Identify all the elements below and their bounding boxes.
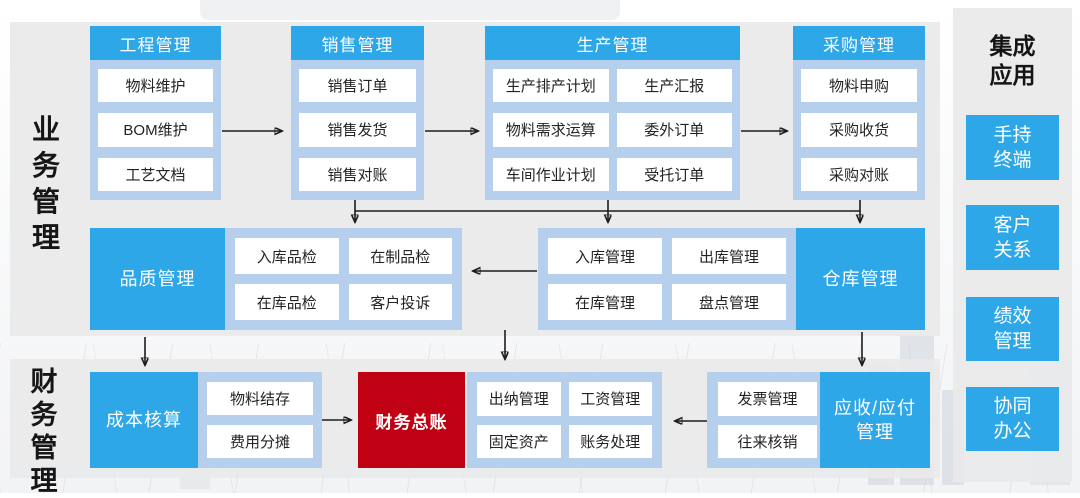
group-warehouse-management: 入库管理 出库管理 在库管理 盘点管理 仓库管理	[538, 228, 925, 330]
item-process-documents: 工艺文档	[98, 157, 213, 191]
group-title-procurement: 采购管理	[793, 26, 925, 60]
group-quality-management: 品质管理 入库品检 在制品检 在库品检 客户投诉	[90, 228, 462, 330]
sidebar-item-performance-management: 绩效管理	[966, 297, 1059, 361]
cost-accounting-box: 成本核算	[90, 372, 198, 468]
group-procurement-management: 采购管理 物料申购 采购收货 采购对账	[793, 26, 925, 200]
item-outbound-management: 出库管理	[672, 238, 786, 274]
item-accounting-processing: 账务处理	[568, 424, 652, 458]
item-consignment-order: 受托订单	[616, 157, 732, 191]
item-production-scheduling-plan: 生产排产计划	[493, 69, 609, 103]
item-cashier-management: 出纳管理	[477, 382, 561, 416]
business-management-label: 业务管理	[31, 114, 60, 253]
group-body: 入库品检 在制品检 在库品检 客户投诉	[225, 228, 462, 330]
group-production-management: 生产管理 生产排产计划 生产汇报 物料需求运算 委外订单 车间作业计划 受托订单	[485, 26, 740, 200]
receivable-payable-box: 应收/应付 管理	[820, 372, 930, 468]
item-transaction-write-off: 往来核销	[718, 424, 817, 458]
quality-management-box: 品质管理	[90, 228, 225, 330]
general-ledger-box: 财务总账	[358, 372, 465, 468]
item-shop-floor-work-plan: 车间作业计划	[493, 157, 609, 191]
item-material-balance: 物料结存	[207, 382, 313, 415]
item-material-requisition: 物料申购	[801, 69, 917, 103]
group-body: 入库管理 出库管理 在库管理 盘点管理	[538, 228, 796, 330]
item-sales-order: 销售订单	[299, 69, 416, 103]
item-in-stock-inspection: 在库品检	[235, 284, 339, 320]
item-stocktaking-management: 盘点管理	[672, 284, 786, 320]
item-in-process-inspection: 在制品检	[348, 238, 452, 274]
group-title-engineering: 工程管理	[90, 26, 221, 60]
item-incoming-inspection: 入库品检	[235, 238, 339, 274]
receivable-payable-label: 应收/应付 管理	[833, 398, 916, 442]
finance-management-label: 财务管理	[30, 367, 58, 496]
group-sales-management: 销售管理 销售订单 销售发货 销售对账	[291, 26, 424, 200]
group-body: 销售订单 销售发货 销售对账	[291, 60, 424, 200]
item-production-report: 生产汇报	[616, 69, 732, 103]
warehouse-management-box: 仓库管理	[796, 228, 925, 330]
item-material-requirements-planning: 物料需求运算	[493, 113, 609, 147]
group-title-production: 生产管理	[485, 26, 740, 60]
item-in-stock-management: 在库管理	[548, 284, 662, 320]
group-body: 物料申购 采购收货 采购对账	[793, 60, 925, 200]
sidebar-item-handheld-terminal: 手持终端	[966, 115, 1059, 180]
photo-fragment	[200, 0, 620, 20]
integrated-apps-title: 集成 应用	[989, 33, 1036, 88]
item-material-maintenance: 物料维护	[98, 69, 213, 103]
item-bom-maintenance: BOM维护	[98, 113, 213, 147]
sidebar-item-customer-relationship: 客户关系	[966, 205, 1059, 270]
item-outsourcing-order: 委外订单	[616, 113, 732, 147]
item-sales-delivery: 销售发货	[299, 113, 416, 147]
item-payroll-management: 工资管理	[568, 382, 652, 416]
group-title-sales: 销售管理	[291, 26, 424, 60]
item-inbound-management: 入库管理	[548, 238, 662, 274]
group-engineering-management: 工程管理 物料维护 BOM维护 工艺文档	[90, 26, 221, 200]
item-sales-reconciliation: 销售对账	[299, 157, 416, 191]
group-body: 发票管理 往来核销	[707, 372, 817, 468]
item-customer-complaint: 客户投诉	[348, 284, 452, 320]
item-expense-allocation: 费用分摊	[207, 425, 313, 458]
sidebar-item-collaborative-office: 协同办公	[966, 387, 1059, 451]
group-finance-operations: 出纳管理 工资管理 固定资产 账务处理	[467, 372, 662, 468]
group-body: 物料维护 BOM维护 工艺文档	[90, 60, 221, 200]
group-receivable-payable: 发票管理 往来核销 应收/应付 管理	[707, 372, 930, 468]
item-invoice-management: 发票管理	[718, 382, 817, 416]
item-purchase-reconciliation: 采购对账	[801, 157, 917, 191]
item-fixed-assets: 固定资产	[477, 424, 561, 458]
group-body: 生产排产计划 生产汇报 物料需求运算 委外订单 车间作业计划 受托订单	[485, 60, 740, 200]
group-cost-items: 物料结存 费用分摊	[198, 372, 322, 468]
item-purchase-receiving: 采购收货	[801, 113, 917, 147]
